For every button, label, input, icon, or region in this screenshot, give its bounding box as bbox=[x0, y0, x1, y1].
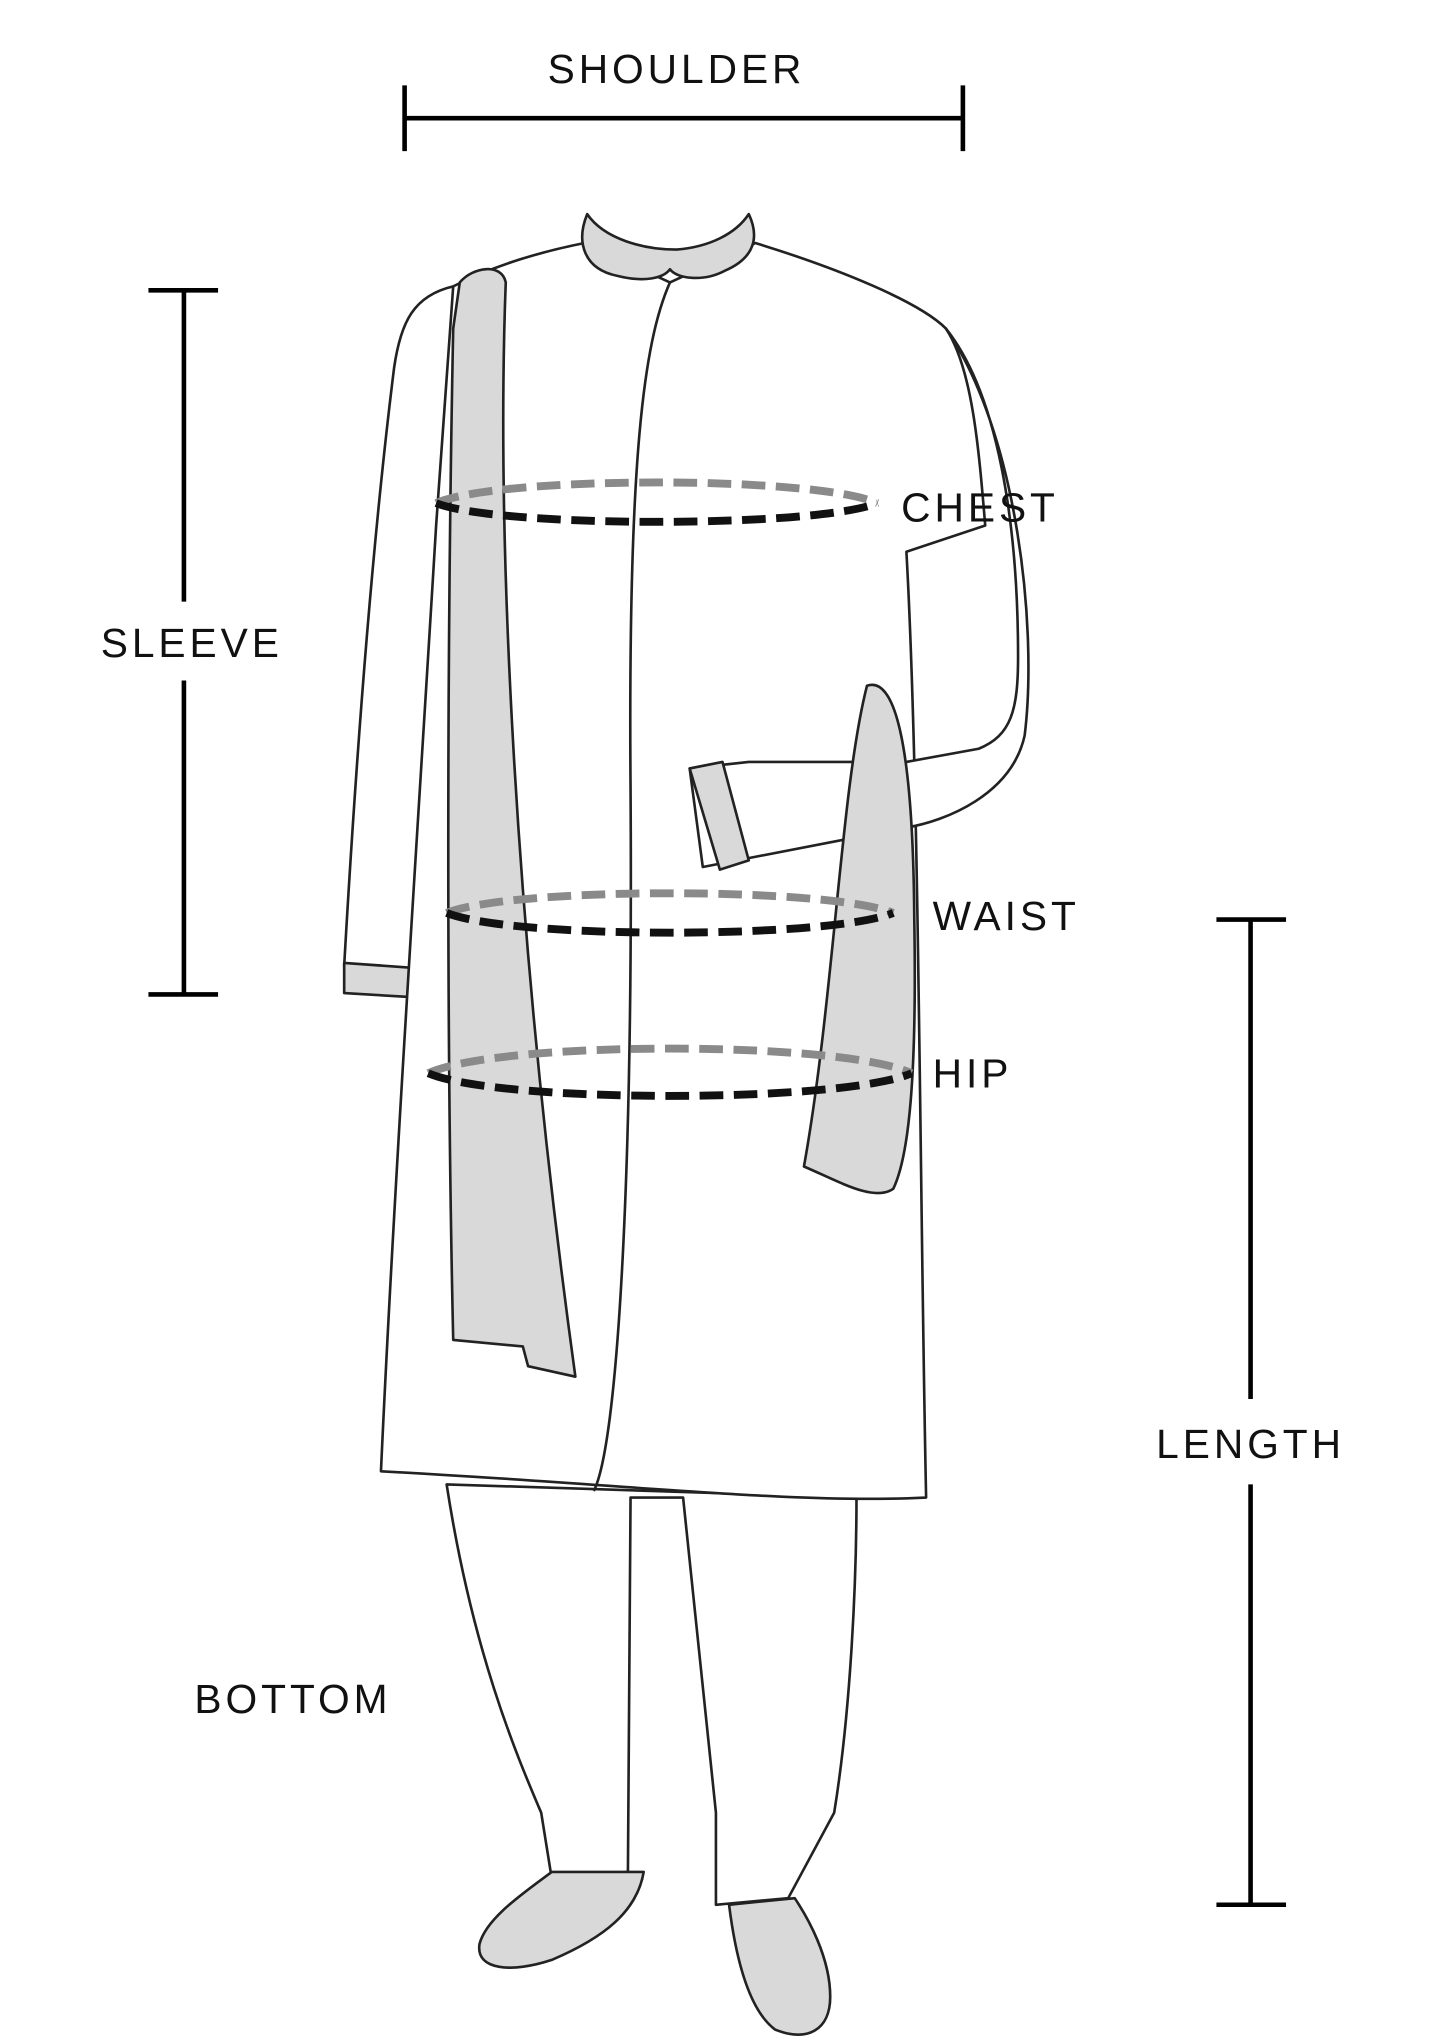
hip-measure: HIP bbox=[426, 1044, 1013, 1100]
sleeve-label: SLEEVE bbox=[101, 620, 283, 666]
right-cuff bbox=[688, 760, 751, 871]
garment-figure bbox=[342, 212, 1030, 2036]
chest-label: CHEST bbox=[901, 485, 1059, 531]
length-label: LENGTH bbox=[1156, 1421, 1345, 1467]
chest-measure: CHEST bbox=[434, 478, 1059, 531]
right-shoe bbox=[727, 1896, 832, 2036]
shoulder-measure: SHOULDER bbox=[402, 46, 966, 152]
left-shoe bbox=[478, 1870, 645, 1969]
collar bbox=[580, 212, 756, 281]
bottom-label: BOTTOM bbox=[194, 1676, 391, 1722]
length-measure: LENGTH bbox=[1156, 917, 1345, 1908]
hip-label: HIP bbox=[933, 1051, 1013, 1097]
shoulder-label: SHOULDER bbox=[548, 46, 806, 92]
stole-left bbox=[446, 267, 577, 1378]
sleeve-measure: SLEEVE bbox=[101, 288, 283, 997]
waist-label: WAIST bbox=[933, 893, 1080, 939]
pants bbox=[445, 1483, 858, 1907]
waist-measure: WAIST bbox=[445, 889, 1080, 939]
